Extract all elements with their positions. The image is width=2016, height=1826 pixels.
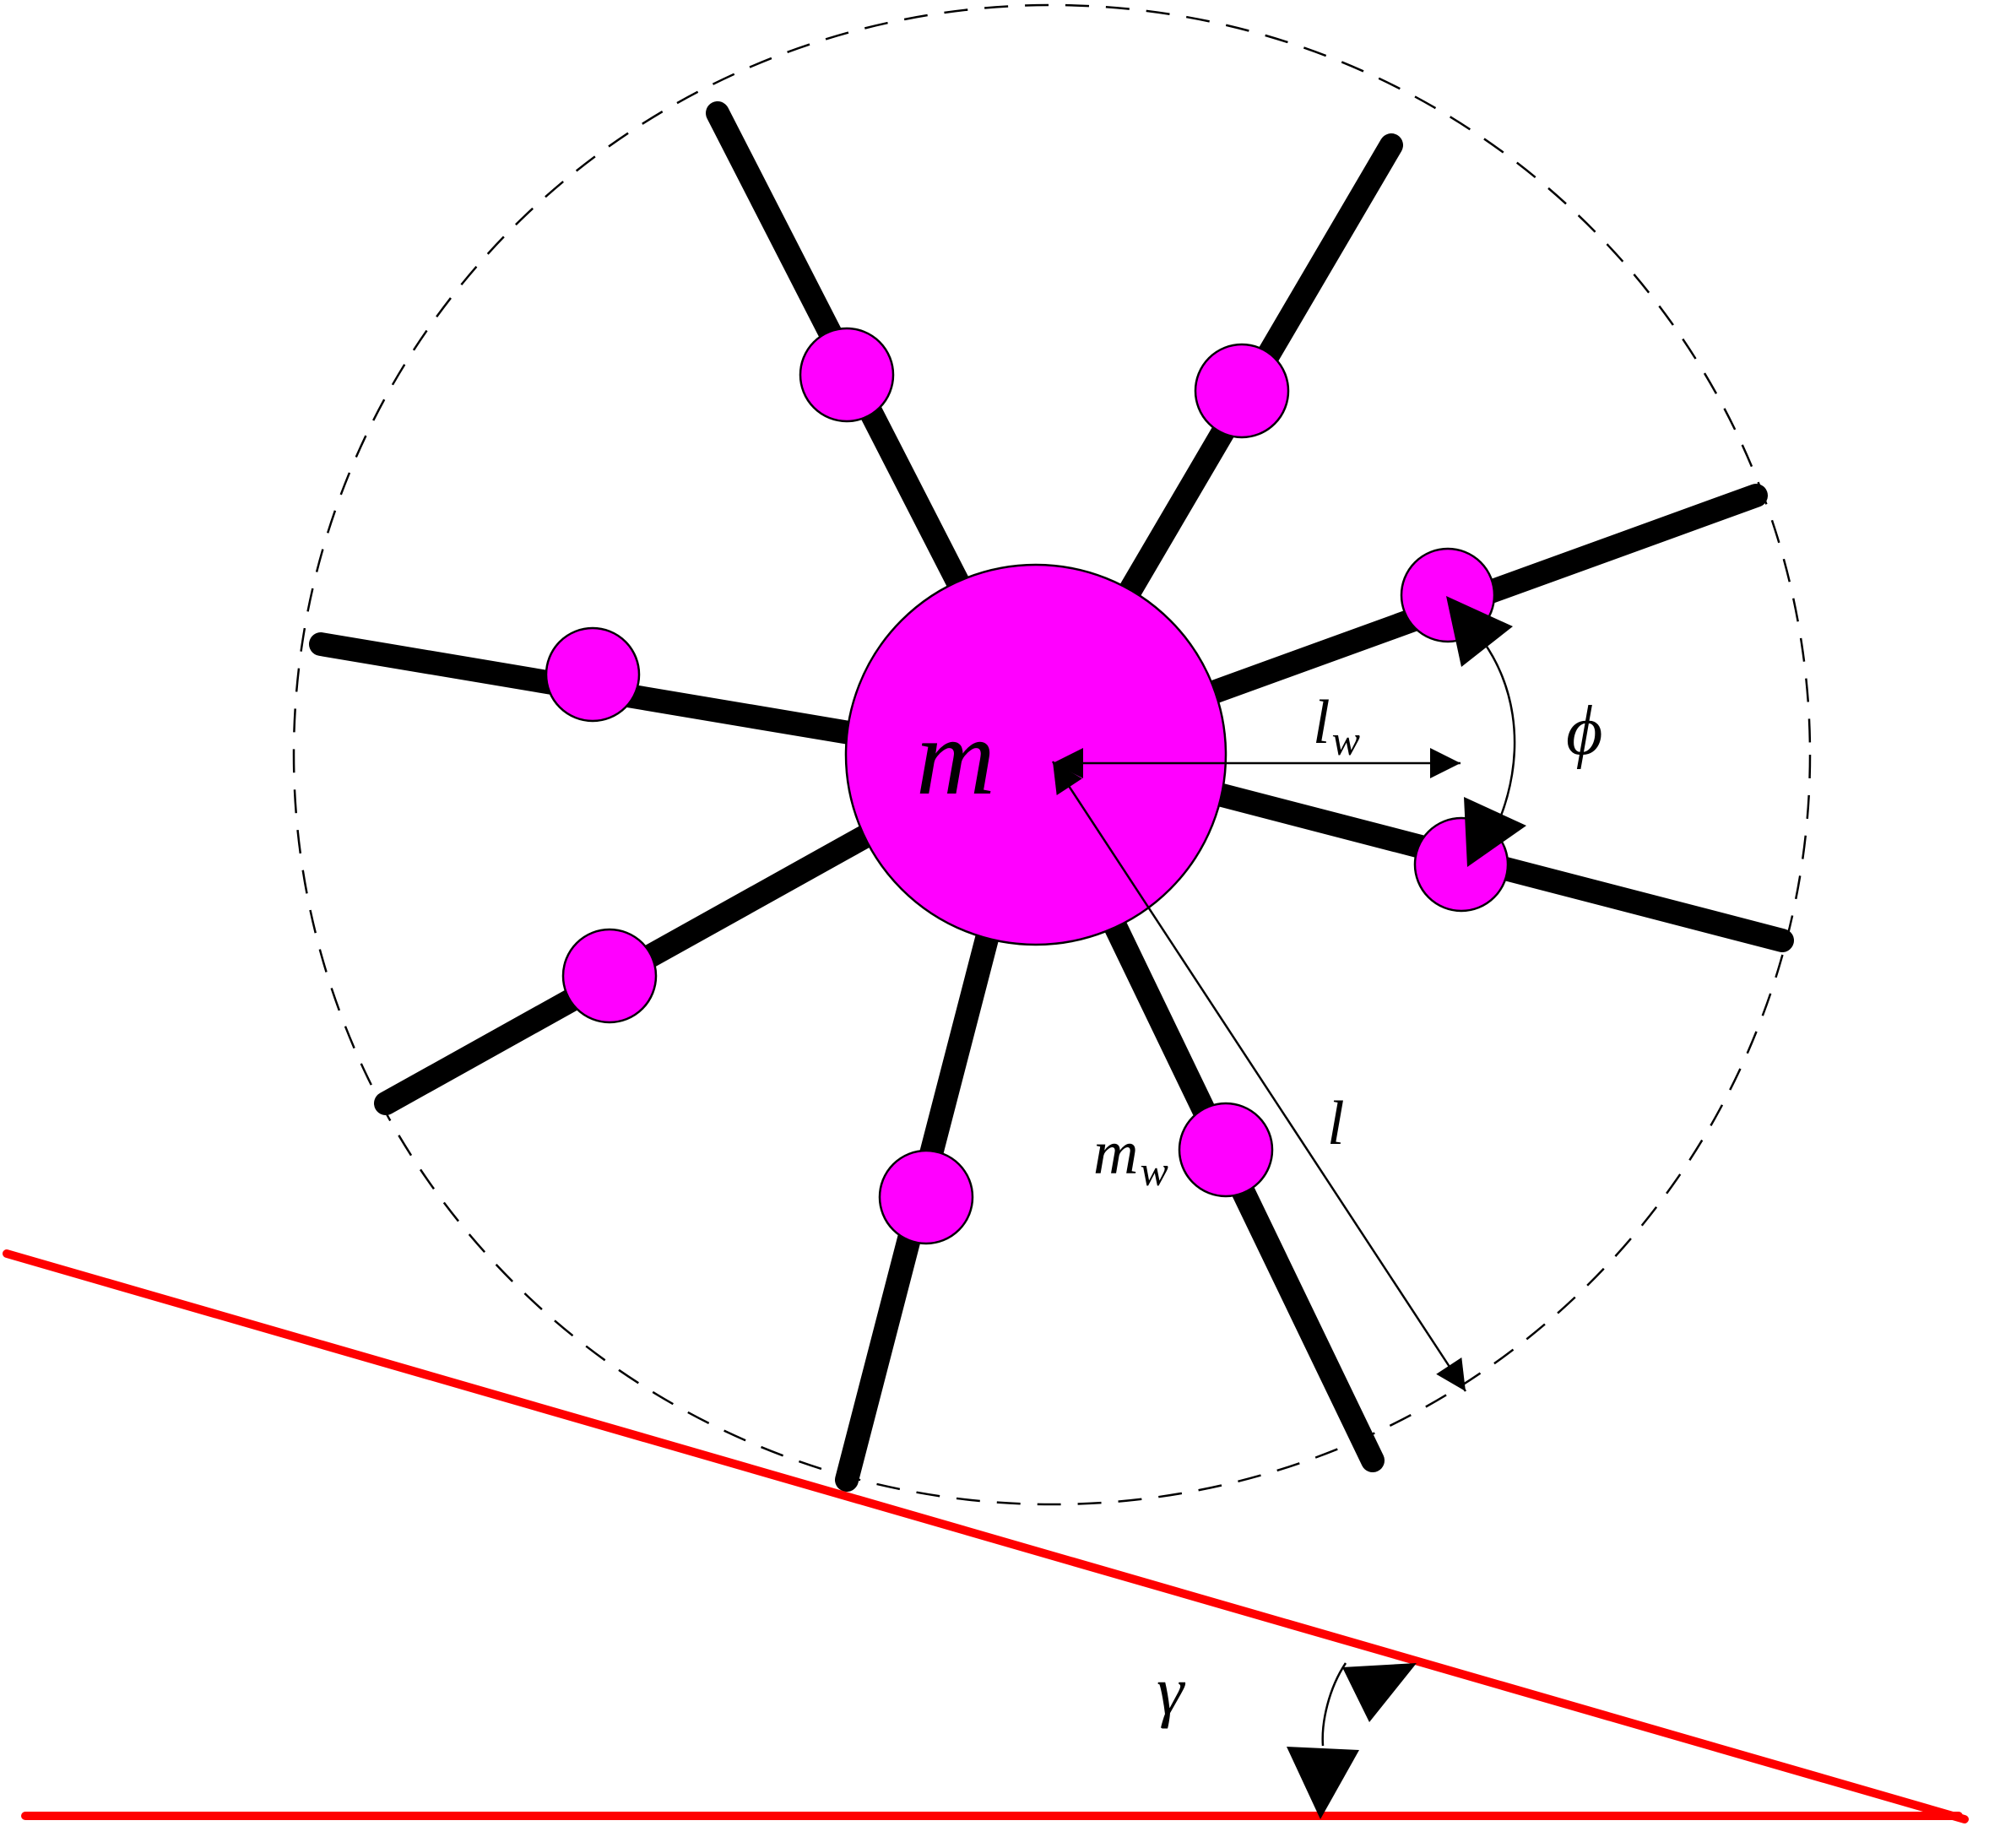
spoke-mass-lower-right	[1178, 1102, 1274, 1198]
slope-angle-arrowhead-top	[1342, 1663, 1417, 1722]
spoke-mass-label-sub: w	[1140, 1147, 1168, 1195]
slope-angle-arrowhead-bottom	[1287, 1747, 1359, 1819]
spoke-mass-upper-right	[1194, 343, 1290, 439]
rim-dashed-circle	[292, 3, 1812, 1506]
spoke-mass-left-lower	[561, 928, 658, 1024]
mass-distance-label-main: l	[1313, 688, 1330, 757]
spoke-mass-label: mw	[1093, 1119, 1168, 1195]
spoke-angle-arrowhead-top	[1446, 596, 1513, 667]
hub-mass	[844, 563, 1227, 946]
slope-angle-arc	[1321, 1662, 1347, 1747]
spoke-mass-left-upper	[545, 626, 641, 723]
leg-length-label: l	[1327, 1089, 1345, 1158]
spoke-angle-arrowhead-bottom	[1464, 797, 1526, 867]
mass-distance-label: lw	[1313, 688, 1360, 764]
spoke-mass-upper-left	[799, 327, 895, 423]
spoke-mass-label-main: m	[1093, 1119, 1138, 1188]
spoke-angle-label: ϕ	[1566, 691, 1602, 770]
spoke-mass-lower	[878, 1149, 974, 1245]
hub-mass-label: m	[916, 696, 995, 818]
mass-distance-label-sub: w	[1332, 717, 1360, 764]
slope-line	[3, 1249, 1969, 1823]
leg-length-arrow	[1051, 761, 1467, 1392]
slope-angle-label: γ	[1157, 1652, 1186, 1729]
